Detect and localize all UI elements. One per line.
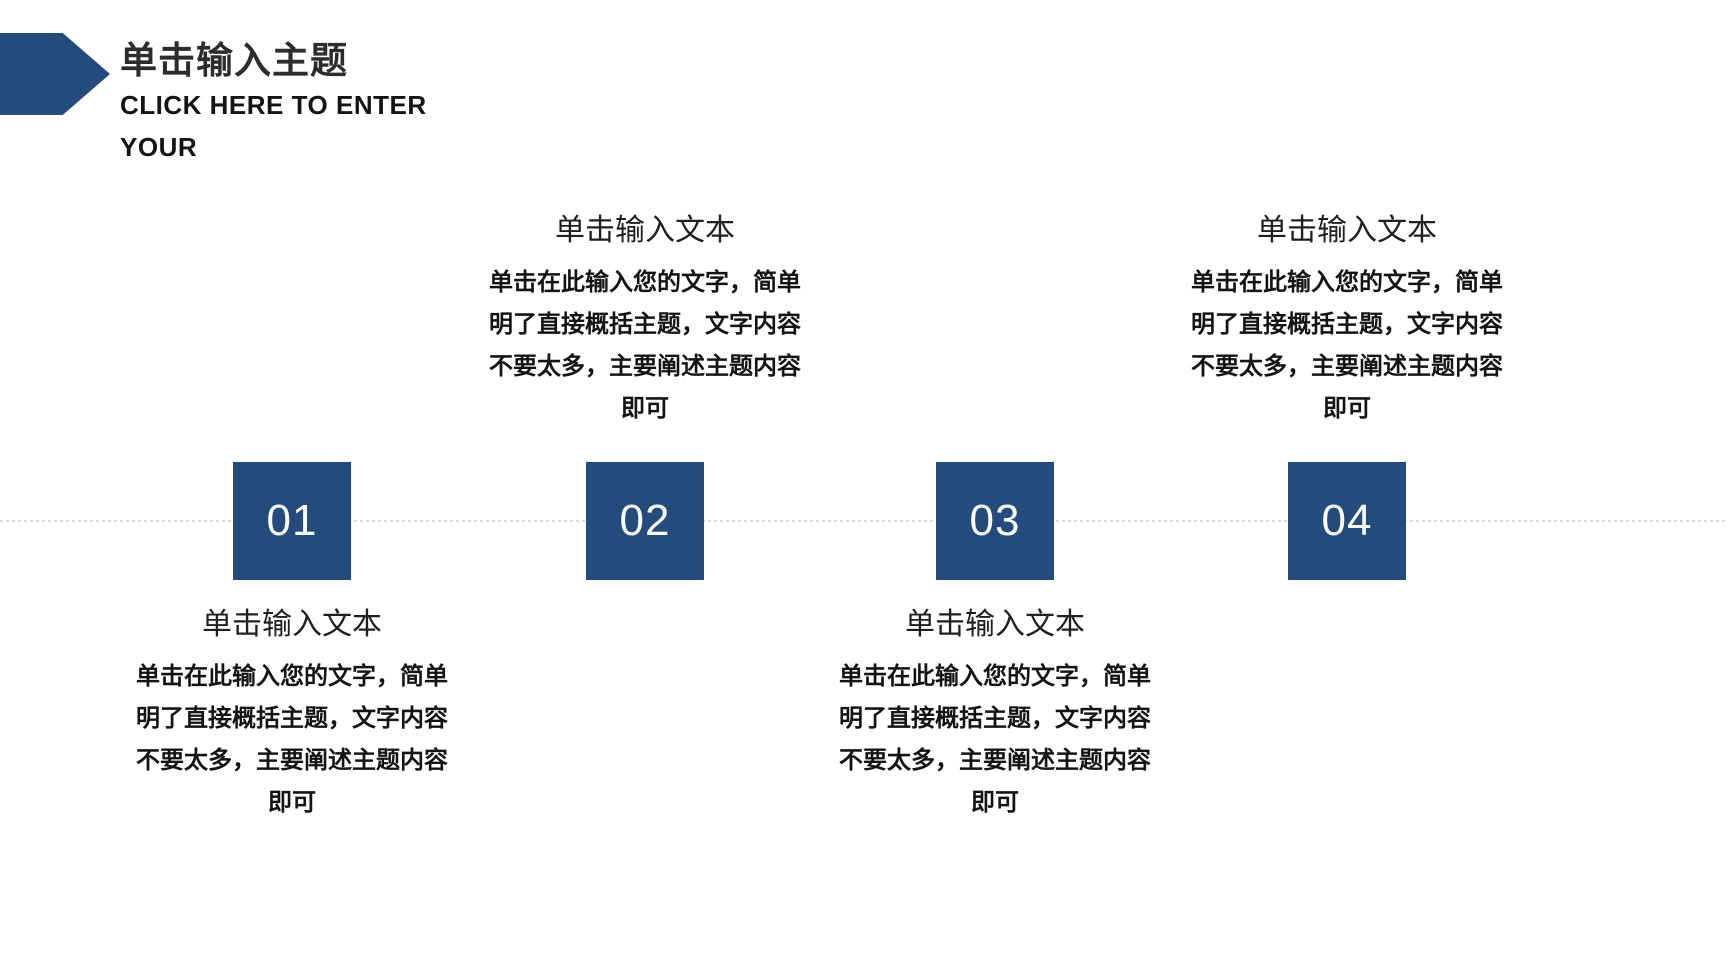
step-body-line[interactable]: 即可 (971, 789, 1019, 816)
step-body-line[interactable]: 不要太多，主要阐述主题内容 (489, 353, 801, 380)
slide-title[interactable]: 单击输入主题 (120, 40, 348, 81)
step-heading[interactable]: 单击输入文本 (1257, 214, 1437, 247)
step-body-line[interactable]: 单击在此输入您的文字，简单 (1191, 269, 1503, 296)
step-heading[interactable]: 单击输入文本 (555, 214, 735, 247)
step-heading[interactable]: 单击输入文本 (905, 608, 1085, 641)
step-body-line[interactable]: 即可 (621, 395, 669, 422)
step-number-02: 02 (619, 496, 671, 545)
step-square-04: 04 (1288, 462, 1406, 580)
step-body-line[interactable]: 明了直接概括主题，文字内容 (489, 311, 801, 338)
slide-subtitle-line-2[interactable]: YOUR (120, 132, 198, 162)
step-body-line[interactable]: 单击在此输入您的文字，简单 (136, 663, 448, 690)
arrow-pentagon-icon (0, 33, 110, 115)
step-text-block-04[interactable]: 单击输入文本 单击在此输入您的文字，简单 明了直接概括主题，文字内容 不要太多，… (1167, 210, 1527, 430)
step-text-block-03[interactable]: 单击输入文本 单击在此输入您的文字，简单 明了直接概括主题，文字内容 不要太多，… (815, 604, 1175, 824)
slide-title-block[interactable]: 单击输入主题 CLICK HERE TO ENTER YOUR (120, 38, 680, 168)
step-body-line[interactable]: 不要太多，主要阐述主题内容 (136, 747, 448, 774)
timeline-dashed-line (0, 520, 1728, 522)
step-square-01: 01 (233, 462, 351, 580)
step-body-line[interactable]: 单击在此输入您的文字，简单 (839, 663, 1151, 690)
step-text-block-02[interactable]: 单击输入文本 单击在此输入您的文字，简单 明了直接概括主题，文字内容 不要太多，… (465, 210, 825, 430)
step-square-03: 03 (936, 462, 1054, 580)
step-text-block-01[interactable]: 单击输入文本 单击在此输入您的文字，简单 明了直接概括主题，文字内容 不要太多，… (112, 604, 472, 824)
step-number-01: 01 (266, 496, 318, 545)
step-number-04: 04 (1321, 496, 1373, 545)
step-body-line[interactable]: 不要太多，主要阐述主题内容 (1191, 353, 1503, 380)
slide-subtitle-line-1[interactable]: CLICK HERE TO ENTER (120, 90, 427, 120)
step-body-line[interactable]: 明了直接概括主题，文字内容 (136, 705, 448, 732)
step-body-line[interactable]: 明了直接概括主题，文字内容 (1191, 311, 1503, 338)
step-heading[interactable]: 单击输入文本 (202, 608, 382, 641)
step-square-02: 02 (586, 462, 704, 580)
step-body-line[interactable]: 单击在此输入您的文字，简单 (489, 269, 801, 296)
step-body-line[interactable]: 不要太多，主要阐述主题内容 (839, 747, 1151, 774)
step-body-line[interactable]: 明了直接概括主题，文字内容 (839, 705, 1151, 732)
step-body-line[interactable]: 即可 (1323, 395, 1371, 422)
step-number-03: 03 (969, 496, 1021, 545)
step-body-line[interactable]: 即可 (268, 789, 316, 816)
